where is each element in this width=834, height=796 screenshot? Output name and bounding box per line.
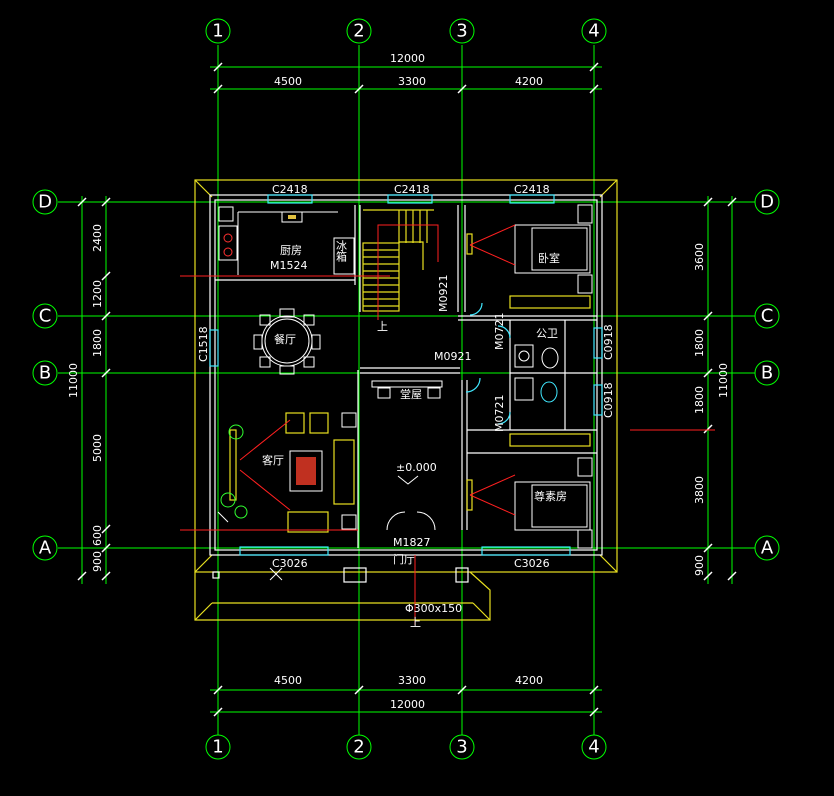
room-label-bath: 公卫 [536,327,558,340]
dim-top-span-1: 4500 [274,75,302,88]
bedroom-furniture [466,204,715,549]
window-label-c2418-1: C2418 [272,183,308,196]
svg-text:B: B [761,363,773,384]
dim-left-span-1: 2400 [91,224,104,252]
axis-bubble-top-3: 3 [449,18,475,44]
shrine-table [371,380,443,531]
walls [209,194,603,583]
entry-up-label: 上 [410,616,421,629]
room-label-fridge: 冰箱 [335,240,348,263]
room-label-hall: 门厅 [393,552,415,566]
svg-text:C: C [39,306,52,327]
dim-left-span-6: 900 [91,551,104,572]
dim-left-span-3: 1800 [91,329,104,357]
dim-bottom-span-1: 4500 [274,674,302,687]
svg-text:4: 4 [588,21,599,42]
dim-right-span-3: 1800 [693,386,706,414]
room-label-kitchen: 厨房 [280,244,302,257]
dimension-left [77,196,111,584]
axis-bubble-bottom-3: 3 [449,734,475,760]
svg-text:A: A [761,538,774,559]
dim-right-span-4: 3800 [693,476,706,504]
axis-bubble-bottom-2: 2 [346,734,372,760]
dim-right-span-1: 3600 [693,243,706,271]
window-label-c3026-2: C3026 [514,557,550,570]
window-label-c1518: C1518 [197,326,210,362]
bathroom-fixtures [465,302,559,425]
axis-bubble-top-1: 1 [205,18,231,44]
room-label-living: 客厅 [262,453,284,467]
dim-left-total: 11000 [67,363,80,398]
dim-top-span-3: 4200 [515,75,543,88]
svg-text:C: C [761,306,774,327]
room-label-dining: 餐厅 [274,332,296,346]
svg-text:2: 2 [353,737,364,758]
window-label-c2418-3: C2418 [514,183,550,196]
axis-bubble-top-2: 2 [346,18,372,44]
svg-text:A: A [39,538,52,559]
svg-text:B: B [39,363,51,384]
room-label-shrine: 堂屋 [400,388,422,401]
door-label-m0921: M0921 [434,350,472,363]
door-label-m0921-vertical: M0921 [437,275,450,313]
room-label-bedroom: 卧室 [538,251,560,265]
axis-bubble-bottom-1: 1 [205,734,231,760]
window-label-c3026-1: C3026 [272,557,308,570]
door-label-m1524: M1524 [270,259,308,272]
dim-top-total: 12000 [390,52,425,65]
window-label-c2418-2: C2418 [394,183,430,196]
living-room-furniture [180,412,358,533]
dimension-bottom [210,685,602,717]
axis-bubble-bottom-4: 4 [581,734,607,760]
svg-text:3: 3 [456,21,467,42]
svg-text:1: 1 [212,737,223,758]
entry-steps [217,511,416,625]
axis-bubble-right-C: C [754,303,780,329]
axis-bubble-left-D: D [32,189,58,215]
kitchen-fixtures [180,206,390,277]
stair-up-label: 上 [377,320,388,333]
axis-bubble-right-D: D [754,189,780,215]
axis-bubble-right-B: B [754,360,780,386]
dim-left-span-2: 1200 [91,280,104,308]
axis-bubble-right-A: A [754,535,780,561]
dim-left-span-4: 5000 [91,434,104,462]
svg-text:2: 2 [353,21,364,42]
staircase [362,209,439,320]
roof-outline [194,179,618,621]
axis-bubble-left-C: C [32,303,58,329]
svg-text:4: 4 [588,737,599,758]
dimension-right [703,196,737,584]
door-label-m0721-2: M0721 [493,395,506,433]
floor-level-label: ±0.000 [396,461,437,474]
axis-bubble-left-B: B [32,360,58,386]
axis-bubble-top-4: 4 [581,18,607,44]
door-label-m0721-1: M0721 [493,313,506,351]
axis-bubble-left-A: A [32,535,58,561]
svg-text:3: 3 [456,737,467,758]
dim-right-total: 11000 [717,363,730,398]
room-label-master: 尊素房 [534,489,567,503]
dim-right-span-5: 900 [693,555,706,576]
dimension-top [210,62,602,94]
window-label-c0918-2: C0918 [602,382,615,418]
dim-right-span-2: 1800 [693,329,706,357]
dim-bottom-span-2: 3300 [398,674,426,687]
door-label-m1827: M1827 [393,536,431,549]
dining-table [253,308,321,375]
dim-bottom-total: 12000 [390,698,425,711]
windows-graphics [209,194,603,556]
svg-text:1: 1 [212,21,223,42]
dim-bottom-span-3: 4200 [515,674,543,687]
dim-top-span-2: 3300 [398,75,426,88]
column-spec-label: Φ300x150 [405,602,462,615]
window-label-c0918-1: C0918 [602,324,615,360]
svg-text:D: D [760,192,774,213]
svg-text:D: D [38,192,52,213]
dim-left-span-5: 600 [91,525,104,546]
